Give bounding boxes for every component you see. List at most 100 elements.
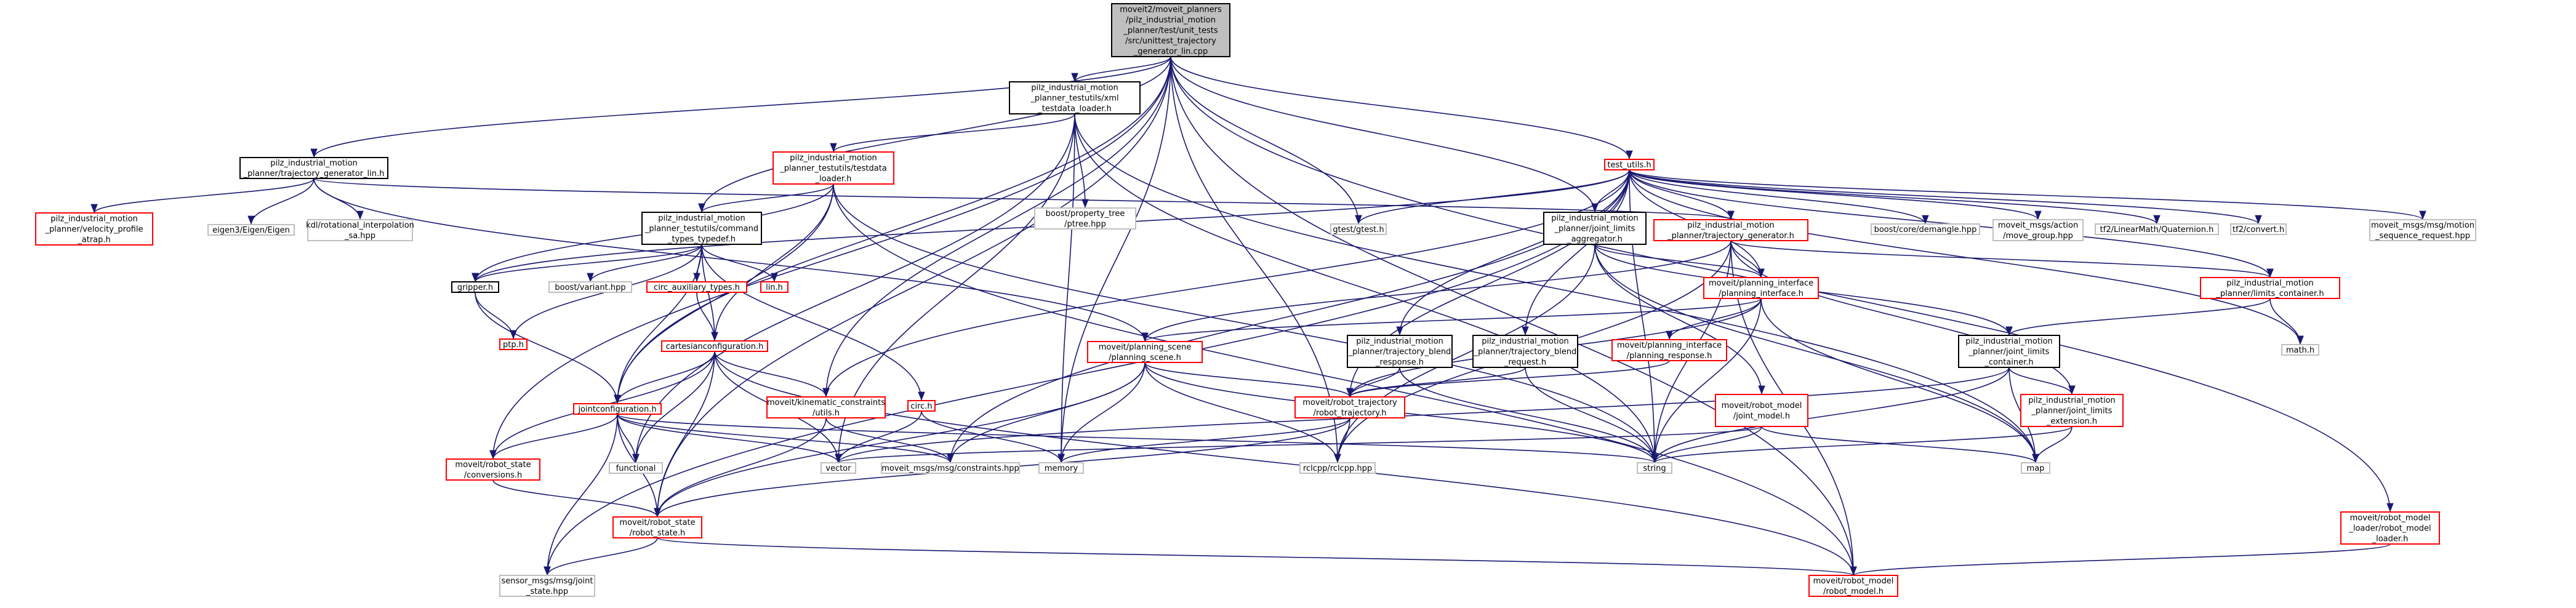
edge-cartesian-to-kin_constr xyxy=(714,351,830,398)
edge-root-to-tg_lin xyxy=(310,56,1171,158)
node-circ[interactable]: circ.h xyxy=(907,400,936,412)
node-box xyxy=(766,396,886,418)
node-traj_gen[interactable]: pilz_industrial_motion_planner/trajector… xyxy=(1653,219,1808,241)
edge-root-to-xml_loader xyxy=(1071,56,1171,82)
node-root[interactable]: moveit2/moveit_planners/pilz_industrial_… xyxy=(1111,3,1230,57)
node-label-line: math.h xyxy=(2286,346,2314,355)
node-label-line: _planner_testutils/command xyxy=(644,225,758,234)
node-jl_container[interactable]: pilz_industrial_motion_planner/joint_lim… xyxy=(1958,335,2060,368)
node-label-line: memory xyxy=(1045,464,1078,473)
edge-jl_aggr-to-planning_iface xyxy=(1594,244,1765,278)
node-jl_ext[interactable]: pilz_industrial_motion_planner/joint_lim… xyxy=(2020,394,2124,427)
node-cmd_types[interactable]: pilz_industrial_motion_planner_testutils… xyxy=(641,212,762,245)
node-label-line: _planner_testutils/xml xyxy=(1030,94,1118,103)
node-box xyxy=(1637,462,1672,474)
node-box xyxy=(1087,341,1203,363)
node-label-line: eigen3/Eigen/Eigen xyxy=(212,226,290,235)
node-label-line: moveit_msgs/msg/motion xyxy=(2371,221,2474,230)
node-box xyxy=(907,400,936,412)
node-string: string xyxy=(1637,462,1672,474)
node-label-line: pilz_industrial_motion xyxy=(1965,337,2053,346)
edge-circ-to-memory xyxy=(921,410,1065,463)
node-testdata_loader[interactable]: pilz_industrial_motion_planner_testutils… xyxy=(772,151,894,185)
node-test_utils[interactable]: test_utils.h xyxy=(1604,159,1655,170)
node-box xyxy=(446,458,540,481)
node-label-line: moveit/planning_interface xyxy=(1617,341,1722,350)
node-robot_model[interactable]: moveit/robot_model/robot_model.h xyxy=(1808,575,1898,597)
node-box xyxy=(1871,223,1980,235)
node-label-line: boost/property_tree xyxy=(1046,209,1125,218)
edge-limits_container-to-math xyxy=(2269,298,2304,345)
node-label-line: pilz_industrial_motion xyxy=(1551,214,1639,223)
node-label-line: moveit2/moveit_planners xyxy=(1120,6,1222,15)
edges-layer xyxy=(90,56,2426,576)
node-box xyxy=(1330,223,1387,235)
node-label-line: _planner/trajectory_generator.h xyxy=(1667,231,1794,241)
node-blend_req[interactable]: pilz_industrial_motion_planner/trajector… xyxy=(1472,335,1578,368)
node-box xyxy=(2200,277,2340,299)
edge-test_utils-to-quat xyxy=(1629,169,2161,225)
node-label-line: _state.hpp xyxy=(526,587,568,596)
node-label-line: string xyxy=(1643,464,1666,473)
node-jl_aggr[interactable]: pilz_industrial_motion_planner/joint_lim… xyxy=(1543,212,1647,245)
node-tf2convert: tf2/convert.h xyxy=(2230,223,2287,235)
edge-test_utils-to-traj_gen xyxy=(1629,169,1735,220)
node-rs_conv[interactable]: moveit/robot_state/conversions.h xyxy=(446,458,540,481)
node-kin_constr[interactable]: moveit/kinematic_constraints/utils.h xyxy=(766,396,886,418)
node-box xyxy=(548,281,632,293)
node-label-line: _loader/robot_model xyxy=(2348,524,2431,534)
node-label-line: _aggregator.h xyxy=(1567,235,1623,244)
node-vel_atrap[interactable]: pilz_industrial_motion_planner/velocity_… xyxy=(35,212,153,246)
node-circ_aux[interactable]: circ_auxiliary_types.h xyxy=(646,281,747,293)
node-planning_iface[interactable]: moveit/planning_interface/planning_inter… xyxy=(1703,277,1819,299)
node-box xyxy=(451,281,499,293)
node-blend_resp[interactable]: pilz_industrial_motion_planner/trajector… xyxy=(1347,335,1453,368)
node-box xyxy=(207,224,295,236)
node-variant: boost/variant.hpp xyxy=(548,281,632,293)
node-label-line: /planning_response.h xyxy=(1627,351,1712,361)
edge-planning_scene-to-constraints xyxy=(947,362,1146,463)
edge-test_utils-to-demangle xyxy=(1629,169,1929,225)
node-label-line: moveit/robot_model xyxy=(1813,577,1894,586)
node-cartesian[interactable]: cartesianconfiguration.h xyxy=(661,340,768,352)
edge-blend_req-to-robot_traj xyxy=(1346,367,1526,398)
node-box xyxy=(2281,344,2319,356)
edge-cmd_types-to-variant xyxy=(587,244,702,282)
node-box xyxy=(760,281,788,293)
node-rml_loader[interactable]: moveit/robot_model_loader/robot_model_lo… xyxy=(2340,511,2440,545)
node-planning_resp[interactable]: moveit/planning_interface/planning_respo… xyxy=(1611,339,1727,361)
node-ptp[interactable]: ptp.h xyxy=(499,338,528,350)
node-box xyxy=(1472,335,1578,368)
node-label-line: /move_group.hpp xyxy=(2003,231,2073,241)
edge-kin_constr-to-constraints xyxy=(825,417,954,463)
node-lin[interactable]: lin.h xyxy=(760,281,788,293)
edge-limits_container-to-jl_container xyxy=(2005,298,2271,336)
node-planning_scene[interactable]: moveit/planning_scene/planning_scene.h xyxy=(1087,341,1203,363)
node-joint_model[interactable]: moveit/robot_model/joint_model.h xyxy=(1715,394,1808,427)
node-robot_state[interactable]: moveit/robot_state/robot_state.h xyxy=(612,516,702,538)
node-box xyxy=(612,516,702,538)
node-xml_loader[interactable]: pilz_industrial_motion_planner_testutils… xyxy=(1009,81,1141,114)
node-box xyxy=(2095,223,2219,235)
node-label-line: _sa.hpp xyxy=(344,231,375,241)
node-label-line: moveit_msgs/msg/constraints.hpp xyxy=(881,464,1019,473)
node-label-line: moveit/robot_model xyxy=(2350,514,2431,523)
node-jointconf[interactable]: jointconfiguration.h xyxy=(573,403,662,415)
node-label-line: pilz_industrial_motion xyxy=(2028,396,2116,406)
edge-joint_model-to-string xyxy=(1651,426,1762,463)
edge-cmd_types-to-lin xyxy=(701,244,778,282)
node-label-line: boost/core/demangle.hpp xyxy=(1874,225,1977,234)
node-demangle: boost/core/demangle.hpp xyxy=(1871,223,1980,235)
node-label-line: jointconfiguration.h xyxy=(577,405,656,414)
node-memory: memory xyxy=(1038,462,1084,474)
node-robot_traj[interactable]: moveit/robot_trajectory/robot_trajectory… xyxy=(1294,396,1405,418)
node-limits_container[interactable]: pilz_industrial_motion_planner/limits_co… xyxy=(2200,277,2340,299)
node-label-line: /conversions.h xyxy=(464,471,522,480)
edge-testdata_loader-to-cartesian xyxy=(711,183,834,342)
node-tg_lin[interactable]: pilz_industrial_motion_planner/trajector… xyxy=(239,157,388,179)
node-label-line: map xyxy=(2027,464,2045,473)
node-gripper[interactable]: gripper.h xyxy=(451,281,499,293)
edge-planning_iface-to-string xyxy=(1651,298,1762,463)
node-label-line: moveit/planning_interface xyxy=(1709,279,1813,288)
node-box xyxy=(1703,277,1819,299)
